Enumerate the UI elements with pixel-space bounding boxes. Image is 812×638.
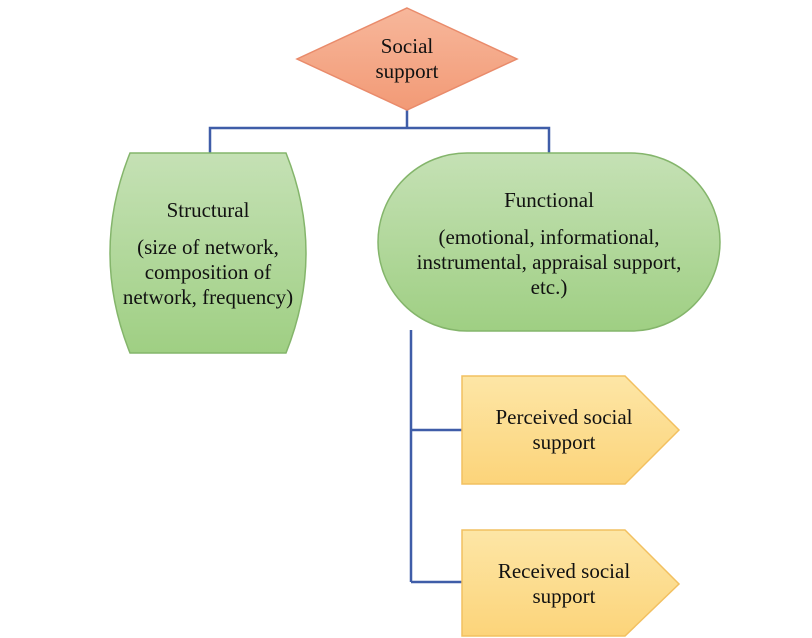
functional-detail-line-2: instrumental, appraisal support, xyxy=(416,250,682,274)
perceived-arrow-shape xyxy=(461,375,681,485)
functional-box-shape xyxy=(377,152,721,332)
received-line-1: Received social xyxy=(497,559,631,583)
functional-node-label: Functional (emotional, informational, in… xyxy=(388,188,710,300)
structural-detail-line-3: network, frequency) xyxy=(122,285,294,309)
perceived-line-1: Perceived social xyxy=(495,405,633,429)
root-line-2: support xyxy=(375,59,439,83)
perceived-line-2: support xyxy=(532,430,596,454)
perceived-node-label: Perceived social support xyxy=(466,402,662,458)
received-arrow-shape xyxy=(461,529,681,637)
connectors xyxy=(208,110,551,584)
received-line-2: support xyxy=(532,584,596,608)
structural-title: Structural xyxy=(166,198,250,222)
structural-box-shape xyxy=(109,152,307,354)
received-node-label: Received social support xyxy=(466,556,662,612)
functional-detail-line-1: (emotional, informational, xyxy=(438,225,660,249)
structural-node-label: Structural (size of network, composition… xyxy=(100,198,316,310)
structural-detail-line-2: composition of xyxy=(144,260,272,284)
root-node-label: Social support xyxy=(327,25,487,93)
root-to-children-connector xyxy=(208,126,551,153)
functional-detail-line-3: etc.) xyxy=(530,275,568,299)
root-line-1: Social xyxy=(380,34,434,58)
root-diamond-shape xyxy=(295,7,519,111)
functional-title: Functional xyxy=(504,188,594,212)
structural-detail-line-1: (size of network, xyxy=(137,235,279,259)
